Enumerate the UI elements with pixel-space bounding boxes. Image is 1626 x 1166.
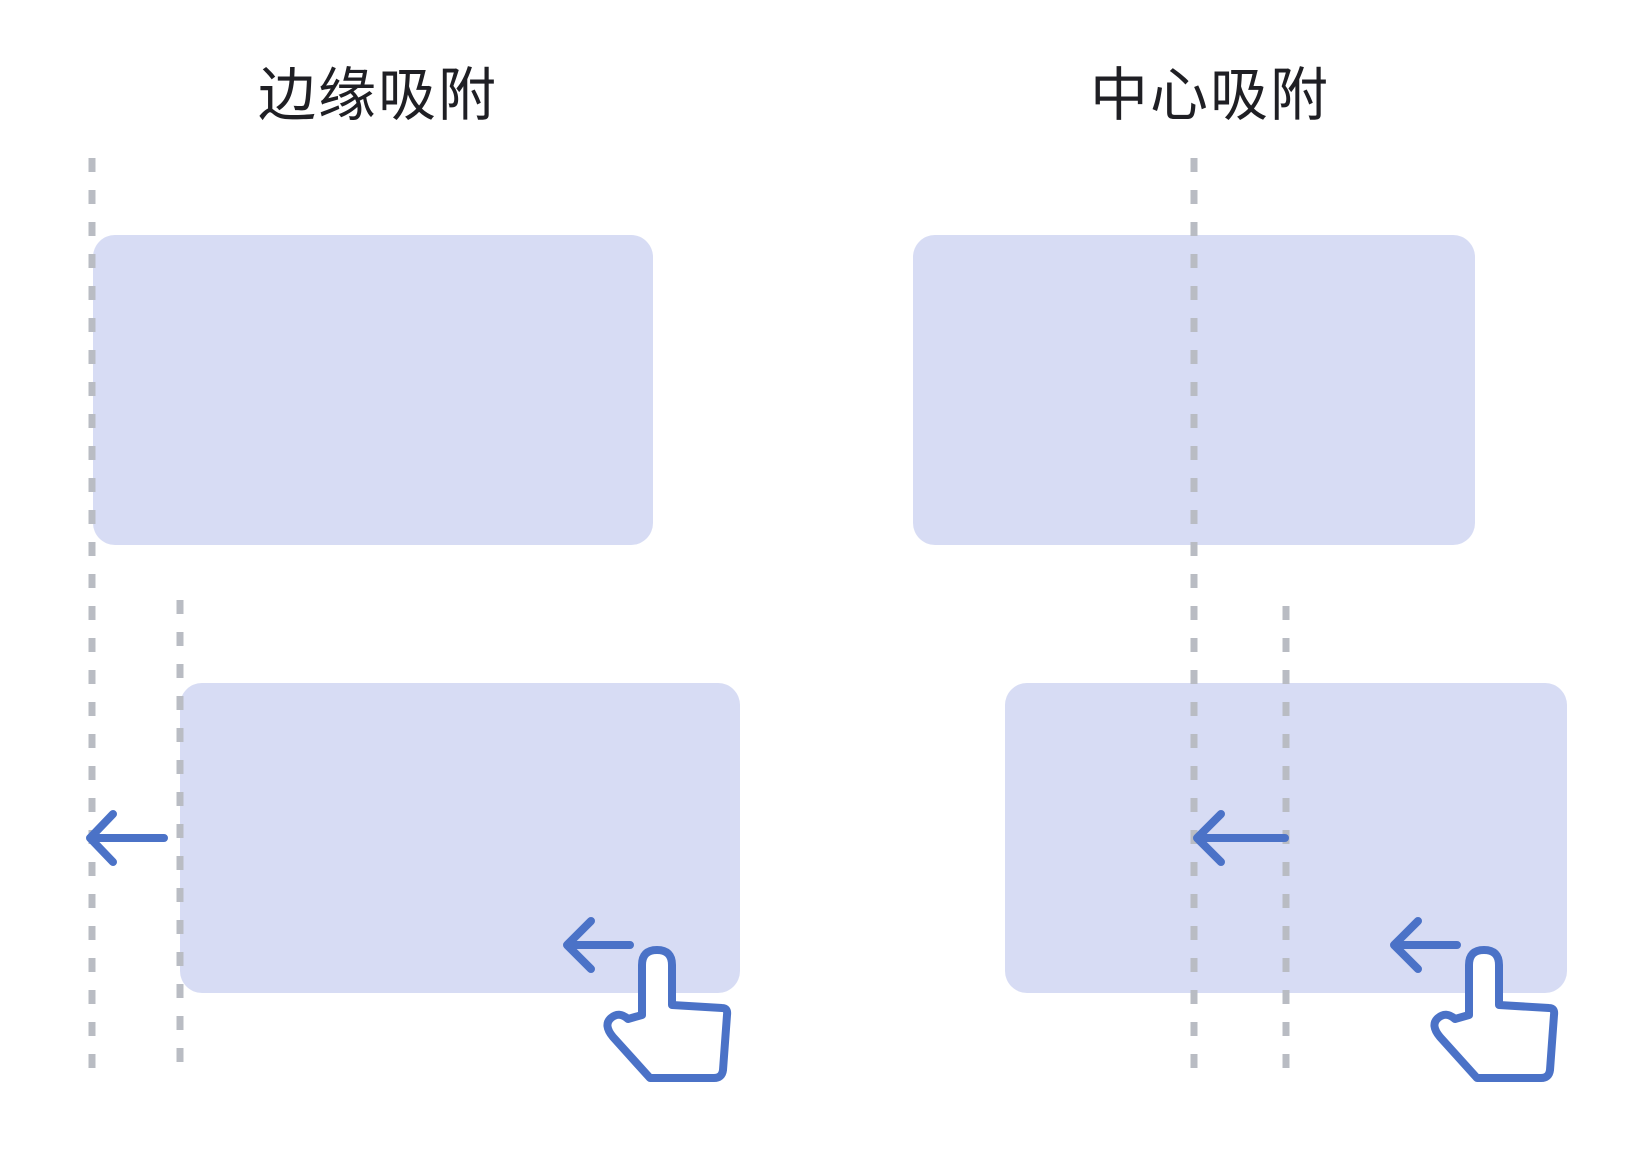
edge-dragged-card[interactable] [180,683,740,993]
drag-hand-icon [1430,946,1559,1082]
left-arrow-icon [86,810,168,866]
drag-hand-icon [603,946,732,1082]
edge-snap-panel [86,158,740,1082]
edge-snap-title: 边缘吸附 [258,61,499,129]
center-snap-panel [913,158,1567,1082]
edge-reference-card [93,235,653,545]
left-arrow-icon [1193,810,1289,866]
left-arrow-icon [563,917,634,973]
left-arrow-icon [1390,917,1461,973]
center-snap-title: 中心吸附 [1090,61,1331,129]
